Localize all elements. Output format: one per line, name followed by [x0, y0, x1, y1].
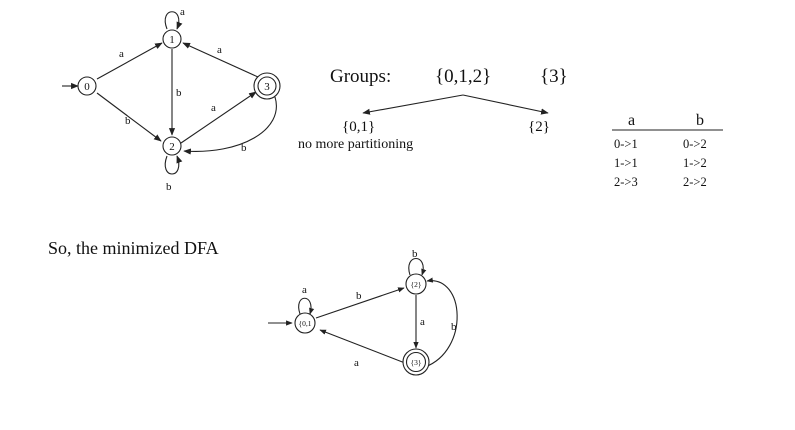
subgroup-01: {0,1}: [342, 119, 375, 135]
minimized-dfa: a b b a b a {0,1 {2} {3}: [268, 248, 458, 376]
self-loop-01: [298, 297, 315, 315]
label-edge-2-3: a: [420, 316, 425, 328]
label-self-loop-2: b: [166, 181, 172, 193]
self-loop-1: [164, 11, 183, 30]
label-edge-01-2: b: [356, 290, 362, 302]
table-cell-a-2: 2->3: [614, 175, 638, 189]
state-2-min: [405, 273, 427, 295]
no-more-partitioning-note: no more partitioning: [298, 137, 413, 152]
label-edge-2-3: a: [211, 102, 216, 114]
state-3-label: 3: [264, 81, 270, 93]
group-012: {0,1,2}: [435, 66, 491, 87]
label-edge-3-1: a: [217, 44, 222, 56]
edge-3-01: [319, 329, 406, 364]
edge-3-2: [424, 277, 458, 368]
edge-01-2: [315, 287, 405, 319]
label-edge-1-2: b: [176, 87, 182, 99]
self-loop-2: [164, 155, 183, 175]
split-arrow-right: [462, 94, 549, 115]
state-3: [257, 76, 277, 96]
edge-2-3: [180, 91, 257, 144]
conclusion-text: So, the minimized DFA: [48, 238, 219, 258]
edge-3-1: [182, 42, 259, 78]
state-01-label: {0,1: [299, 319, 312, 328]
table-cell-b-2: 2->2: [683, 175, 707, 189]
state-2-min-label: {2}: [411, 280, 422, 289]
label-edge-0-2: b: [125, 115, 131, 127]
label-edge-0-1: a: [119, 48, 124, 60]
label-self-loop-2-min: b: [412, 248, 418, 260]
edge-0-1: [96, 42, 163, 80]
state-1: [162, 29, 182, 49]
table-cell-a-0: 0->1: [614, 137, 638, 151]
label-edge-3-01: a: [354, 357, 359, 369]
group-3: {3}: [540, 66, 568, 87]
state-01: [294, 312, 316, 334]
label-edge-3-2: b: [451, 321, 457, 333]
label-self-loop-01: a: [302, 284, 307, 296]
table-cell-b-1: 1->2: [683, 156, 707, 170]
label-self-loop-1: a: [180, 6, 185, 18]
edge-3-2: [183, 96, 277, 155]
table-cell-b-0: 0->2: [683, 137, 707, 151]
groups-label: Groups:: [330, 66, 391, 87]
subgroup-2: {2}: [528, 119, 550, 135]
state-2: [162, 136, 182, 156]
edge-0-2: [96, 92, 162, 142]
state-0-label: 0: [84, 81, 90, 93]
state-2-label: 2: [169, 141, 175, 153]
table-cell-a-1: 1->1: [614, 156, 638, 170]
split-arrow-left: [362, 94, 464, 115]
state-1-label: 1: [169, 34, 175, 46]
state-3-min-label: {3}: [411, 358, 422, 367]
original-dfa: a b a b b a a b 0 1 2 3: [62, 6, 281, 193]
table-header-b: b: [696, 112, 704, 129]
label-edge-3-2: b: [241, 142, 247, 154]
state-0: [77, 76, 97, 96]
table-header-a: a: [628, 112, 635, 129]
transition-table: a b 0->1 1->1 2->3 0->2 1->2 2->2: [612, 112, 723, 189]
state-3-min: [405, 351, 427, 373]
self-loop-2-min: [408, 258, 427, 276]
partition-section: Groups: {0,1,2} {3} {0,1} {2} no more pa…: [298, 66, 568, 152]
